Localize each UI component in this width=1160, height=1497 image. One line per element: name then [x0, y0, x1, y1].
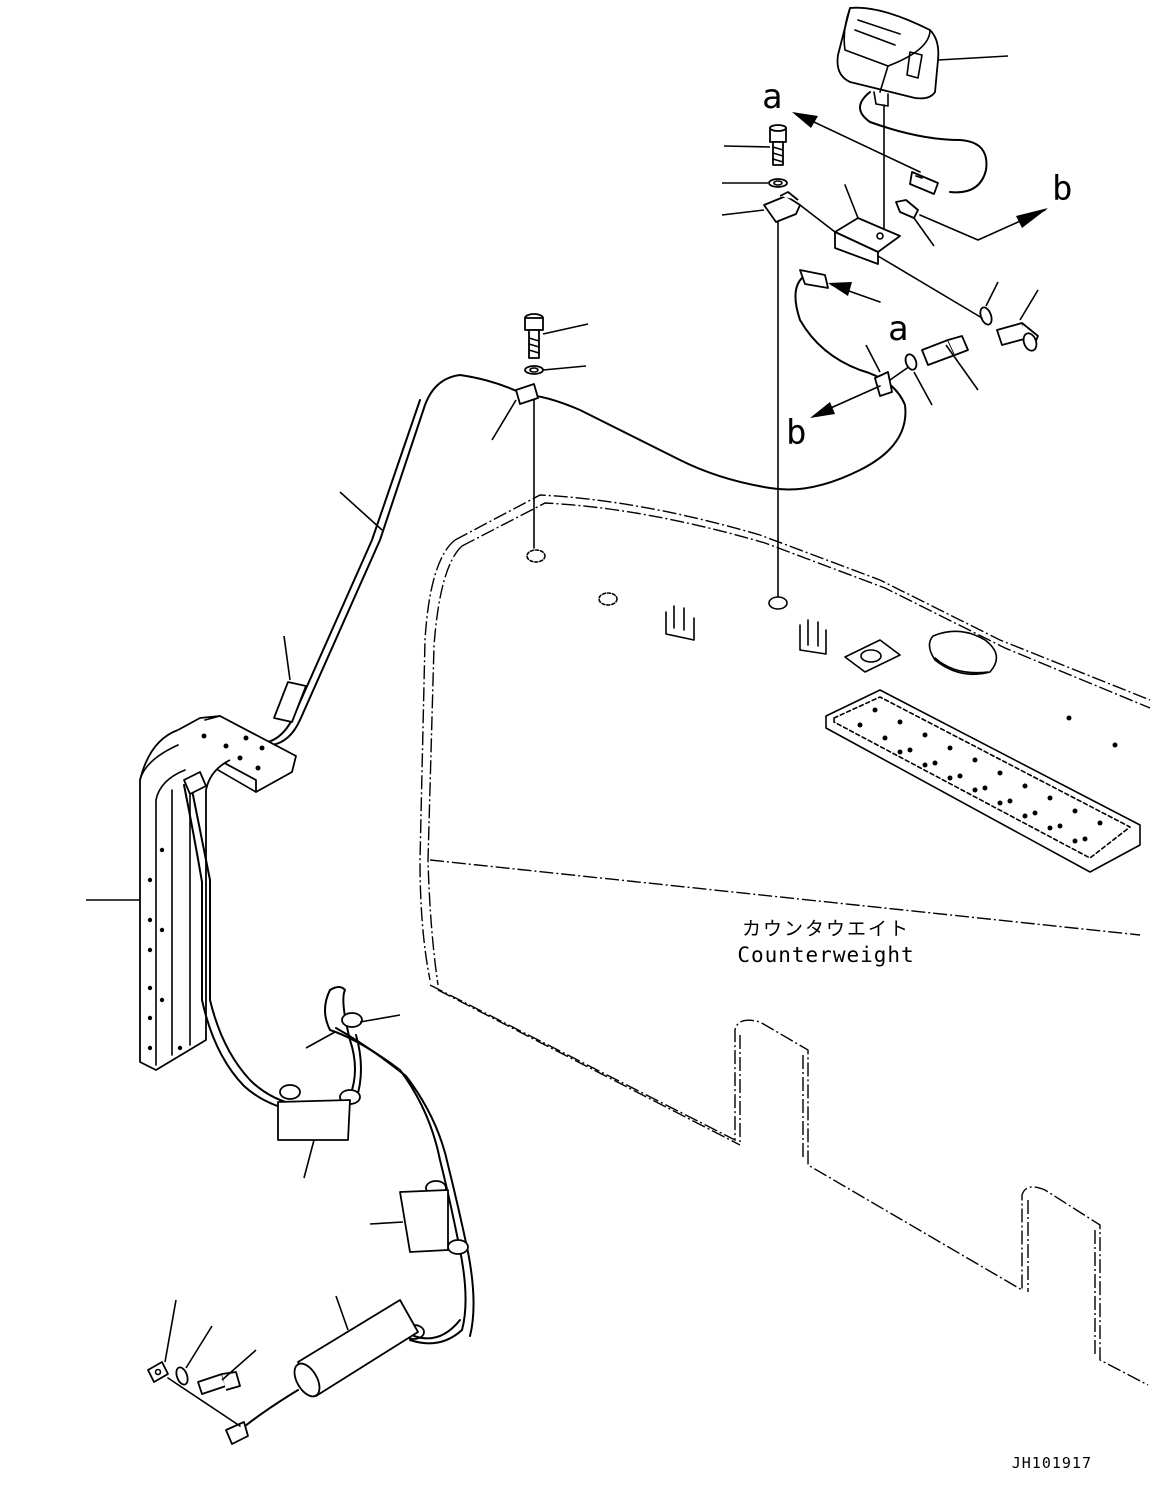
callout-a-mid-label: a [888, 309, 908, 349]
end-connector [225, 1421, 249, 1445]
lower-harness [189, 779, 351, 1108]
ground-washer [175, 1325, 213, 1386]
counterweight-details [526, 549, 1141, 873]
callout-b-mid: b [786, 385, 881, 453]
top-bolt [723, 124, 787, 166]
callout-b-top: b [919, 169, 1072, 241]
right-washer [979, 281, 999, 326]
right-bolt [996, 289, 1039, 352]
lamp-bracket [834, 184, 901, 265]
protective-sleeve [293, 1295, 419, 1398]
label-tag-1 [277, 1099, 351, 1179]
left-clamp [491, 383, 539, 441]
mid-cable [379, 277, 907, 541]
callout-a-mid: a [828, 282, 908, 349]
left-bolt [524, 313, 589, 359]
callout-a-top-label: a [762, 77, 782, 117]
counterweight-outline [419, 494, 1151, 1386]
bracket-clip [895, 199, 935, 247]
mid-connector [799, 269, 829, 289]
label-tag-2 [369, 1189, 449, 1253]
mid-washer [904, 353, 933, 406]
top-clamp [721, 191, 836, 233]
work-lamp [836, 6, 1009, 107]
counterweight-label-jp: カウンタウエイト [742, 918, 910, 940]
loop-clips [279, 1012, 469, 1340]
harness-connector [183, 771, 207, 795]
counterweight-label-en: Counterweight [737, 943, 914, 967]
lamp-cable [859, 91, 988, 194]
main-harness [271, 539, 381, 746]
callout-b-top-label: b [1052, 169, 1072, 209]
left-washer [524, 365, 587, 375]
mid-clamp [865, 344, 893, 397]
ground-terminal [147, 1299, 177, 1383]
top-washer [722, 178, 788, 188]
support-post [86, 715, 297, 1071]
callout-a-top: a [762, 77, 921, 173]
lamp-connector [909, 171, 939, 195]
harness-loop [324, 986, 467, 1345]
ground-bolt [197, 1349, 257, 1395]
mid-bolt [921, 335, 979, 391]
harness-tape [273, 635, 307, 723]
callout-b-mid-label: b [786, 413, 806, 453]
drawing-id: JH101917 [1012, 1454, 1092, 1472]
